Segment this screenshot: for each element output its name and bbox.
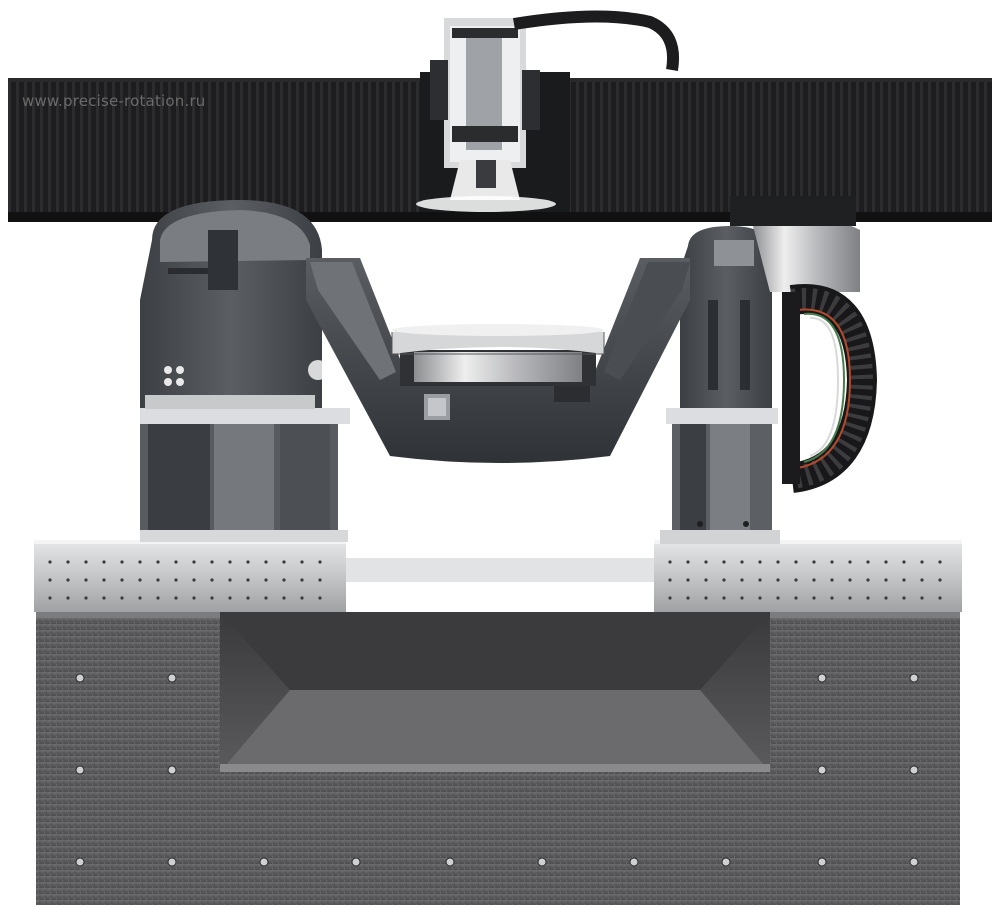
cable-chain [782,284,878,493]
granite-base [36,612,960,905]
right-trunnion-housing [680,196,860,408]
watermark-text: www.precise-rotation.ru [22,92,206,110]
plate-holes [48,560,942,600]
right-pedestal [660,408,780,544]
top-cable-chain [513,10,679,71]
left-trunnion-housing [140,200,322,409]
center-rail [346,558,654,582]
rotary-table [391,324,605,386]
tilting-cradle [306,258,690,463]
light-glow [308,360,328,380]
z-axis-carriage [416,18,570,212]
right-steel-plate [654,540,962,612]
left-pedestal [140,408,350,542]
left-steel-plate [34,540,346,612]
base-bolt-holes [75,673,919,867]
